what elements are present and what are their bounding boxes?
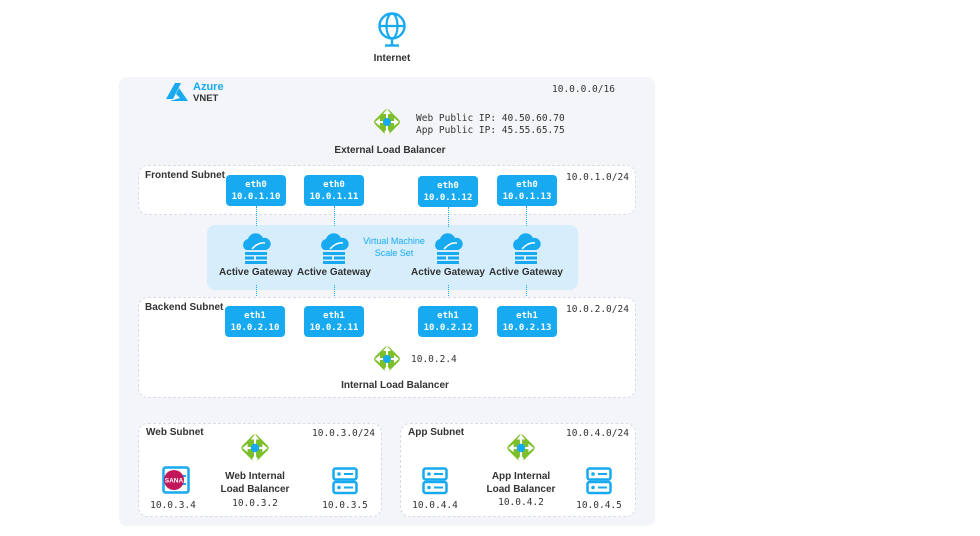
vnet-title-vnet: VNET (193, 93, 219, 104)
app-subnet-label: App Subnet (408, 427, 465, 438)
backend-nic[interactable]: eth1 10.0.2.12 (418, 306, 478, 337)
backend-nic[interactable]: eth1 10.0.2.10 (225, 306, 285, 337)
backend-nic[interactable]: eth1 10.0.2.13 (497, 306, 557, 337)
internal-lb-label: Internal Load Balancer (341, 380, 449, 391)
vmss-label-line2: Scale Set (374, 248, 414, 258)
frontend-subnet-cidr: 10.0.1.0/24 (566, 172, 629, 183)
gateway-label: Active Gateway (489, 267, 563, 278)
nic-ip: 10.0.2.12 (423, 322, 473, 333)
load-balancer-icon (374, 109, 400, 135)
web-lb-label-line2: Load Balancer (220, 484, 290, 495)
app-left-server-ip: 10.0.4.4 (412, 500, 458, 511)
connector-line (448, 207, 449, 227)
vnet-title: Azure VNET (193, 81, 224, 105)
nic-ip: 10.0.1.12 (423, 192, 473, 203)
frontend-subnet-label: Frontend Subnet (145, 170, 225, 181)
gateway-label: Active Gateway (297, 267, 371, 278)
nic-name: eth1 (244, 310, 266, 321)
frontend-nic[interactable]: eth0 10.0.1.13 (497, 175, 557, 206)
internet-node (372, 10, 412, 50)
active-gateway[interactable]: Active Gateway (486, 230, 566, 278)
web-left-server-ip: 10.0.3.4 (150, 500, 196, 511)
connector-line (256, 206, 257, 226)
web-lb-ip: 10.0.3.2 (232, 498, 278, 509)
server-icon[interactable] (586, 467, 612, 495)
active-gateway[interactable]: Active Gateway (294, 230, 374, 278)
cloud-firewall-icon (435, 233, 463, 264)
web-public-ip: Web Public IP: 40.50.60.70 (416, 113, 565, 124)
nic-name: eth1 (323, 310, 345, 321)
internet-label: Internet (373, 53, 411, 64)
cloud-firewall-icon (243, 233, 271, 264)
globe-icon (378, 12, 406, 47)
nic-name: eth1 (437, 310, 459, 321)
server-icon[interactable] (332, 467, 358, 495)
connector-line (526, 285, 527, 306)
web-subnet-cidr: 10.0.3.0/24 (312, 428, 375, 439)
nic-ip: 10.0.1.10 (231, 191, 281, 202)
app-public-ip: App Public IP: 45.55.65.75 (416, 125, 565, 136)
backend-subnet-cidr: 10.0.2.0/24 (566, 304, 629, 315)
vmss-label: Virtual Machine Scale Set (356, 235, 432, 259)
sana-server-icon[interactable]: SANA (162, 466, 190, 494)
web-lb-label-line1: Web Internal (225, 471, 285, 482)
nic-ip: 10.0.2.13 (502, 322, 552, 333)
nic-name: eth0 (516, 179, 538, 190)
web-lb-label: Web Internal Load Balancer (205, 470, 305, 496)
frontend-nic[interactable]: eth0 10.0.1.10 (226, 175, 286, 206)
vnet-title-azure: Azure (193, 81, 224, 93)
nic-name: eth0 (245, 179, 267, 190)
vnet-cidr: 10.0.0.0/16 (552, 84, 615, 95)
frontend-nic[interactable]: eth0 10.0.1.11 (304, 175, 364, 206)
nic-name: eth0 (437, 180, 459, 191)
nic-name: eth1 (516, 310, 538, 321)
connector-line (448, 285, 449, 306)
connector-line (334, 206, 335, 226)
frontend-nic[interactable]: eth0 10.0.1.12 (418, 176, 478, 207)
azure-logo-icon (166, 83, 188, 101)
nic-name: eth0 (323, 179, 345, 190)
gateway-label: Active Gateway (411, 267, 485, 278)
nic-ip: 10.0.1.13 (502, 191, 552, 202)
active-gateway[interactable]: Active Gateway (216, 230, 296, 278)
nic-ip: 10.0.2.10 (230, 322, 280, 333)
vmss-label-line1: Virtual Machine (363, 236, 425, 246)
backend-subnet-label: Backend Subnet (145, 302, 224, 313)
internal-lb-ip: 10.0.2.4 (411, 354, 457, 365)
app-lb-label-line2: Load Balancer (486, 484, 556, 495)
connector-line (526, 206, 527, 226)
active-gateway[interactable]: Active Gateway (408, 230, 488, 278)
app-lb-label-line1: App Internal (491, 471, 551, 482)
load-balancer-icon[interactable] (503, 430, 539, 466)
app-subnet-cidr: 10.0.4.0/24 (566, 428, 629, 439)
web-subnet-label: Web Subnet (146, 427, 204, 438)
gateway-label: Active Gateway (219, 267, 293, 278)
nic-ip: 10.0.2.11 (309, 322, 359, 333)
web-right-server-ip: 10.0.3.5 (322, 500, 368, 511)
connector-line (256, 285, 257, 306)
app-lb-ip: 10.0.4.2 (498, 497, 544, 508)
load-balancer-icon[interactable] (237, 430, 273, 466)
app-lb-label: App Internal Load Balancer (471, 470, 571, 496)
app-right-server-ip: 10.0.4.5 (576, 500, 622, 511)
server-icon[interactable] (422, 467, 448, 495)
connector-line (334, 285, 335, 306)
sana-badge: SANA (165, 478, 184, 485)
nic-ip: 10.0.1.11 (309, 191, 359, 202)
cloud-firewall-icon (513, 233, 541, 264)
web-subnet (138, 423, 382, 517)
cloud-firewall-icon (321, 233, 349, 264)
load-balancer-icon[interactable] (370, 342, 404, 376)
external-lb-label: External Load Balancer (334, 145, 446, 156)
backend-nic[interactable]: eth1 10.0.2.11 (304, 306, 364, 337)
